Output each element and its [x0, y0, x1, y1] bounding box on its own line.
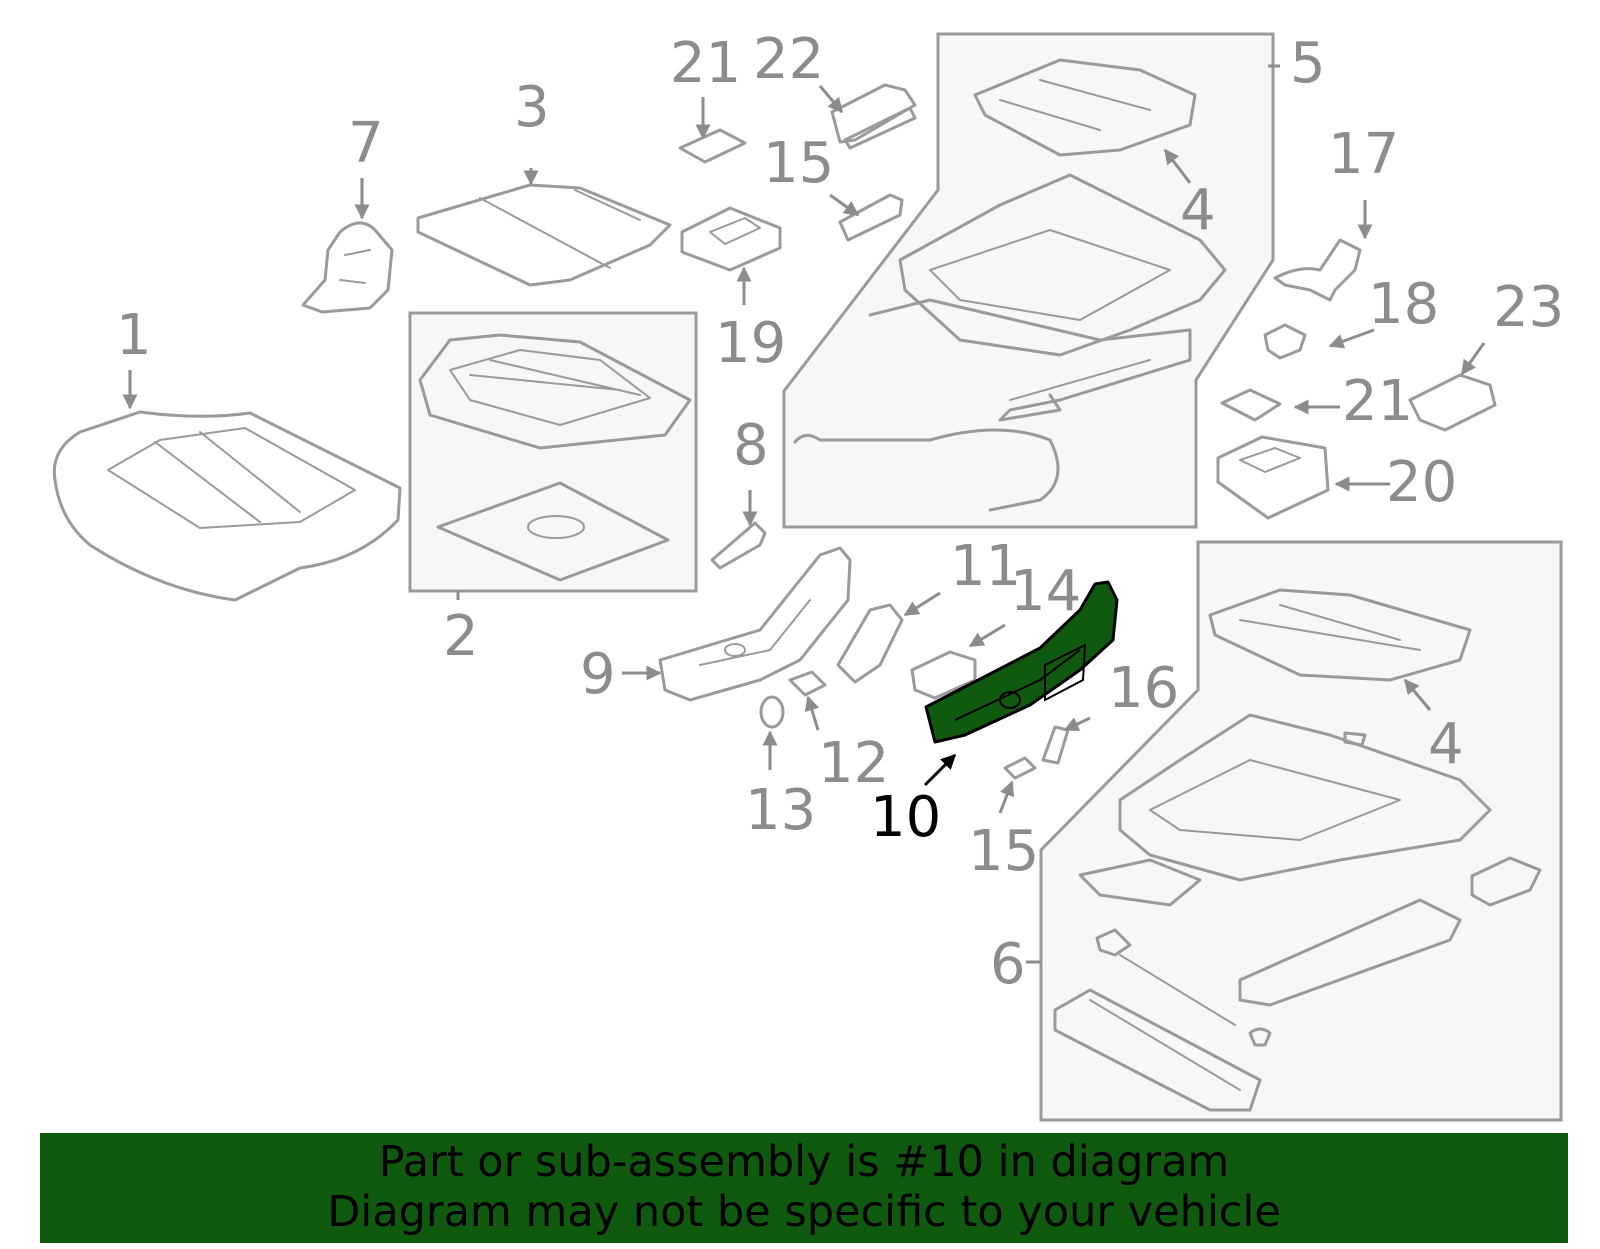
callout-11: 11: [950, 534, 1021, 599]
part-15-clip-bottom: [1003, 756, 1037, 780]
part-15-clip-top: [838, 193, 904, 242]
callout-2: 2: [443, 604, 479, 669]
callout-15-bottom: 15: [968, 819, 1039, 884]
part-8-handle: [710, 521, 767, 570]
callout-4-upper: 4: [1180, 178, 1216, 243]
part-20-housing: [1216, 435, 1330, 520]
banner-line-1: Part or sub-assembly is #10 in diagram: [378, 1137, 1230, 1187]
group-box-2: [408, 311, 698, 593]
part-2-cushion-frame: [418, 333, 692, 582]
callout-10: 10: [870, 785, 941, 850]
leader-arrows: [122, 64, 1486, 964]
part-13-ring: [759, 695, 785, 729]
callout-17: 17: [1328, 122, 1399, 187]
parts-diagram: 1 2 3 4 4 5 6 7 8 9 10 11 12 13 14 15 15…: [52, 27, 1564, 1122]
group-box-5: [782, 32, 1275, 529]
callout-7: 7: [348, 111, 384, 176]
callout-14: 14: [1010, 559, 1081, 624]
part-18-clip: [1263, 323, 1307, 360]
part-22-trim: [830, 83, 917, 150]
part-3-pad: [416, 183, 672, 287]
callout-8: 8: [733, 413, 769, 478]
callout-22: 22: [753, 27, 824, 92]
callout-4-lower: 4: [1428, 712, 1464, 777]
callout-16: 16: [1108, 656, 1179, 721]
part-11-knob: [836, 603, 904, 684]
part-16-cap: [1041, 725, 1070, 765]
part-6-seat-track-assembly: [1053, 588, 1542, 1112]
callout-23: 23: [1493, 275, 1564, 340]
part-19-switch: [680, 206, 782, 272]
callout-18: 18: [1368, 272, 1439, 337]
part-9-side-shield: [658, 546, 852, 702]
callout-5: 5: [1290, 31, 1326, 96]
part-21-cap-right: [1220, 388, 1282, 422]
info-banner: Part or sub-assembly is #10 in diagram D…: [40, 1133, 1568, 1243]
callout-labels: 1 2 3 4 4 5 6 7 8 9 10 11 12 13 14 15 15…: [116, 27, 1564, 997]
callout-9: 9: [580, 642, 616, 707]
part-23-trim: [1408, 373, 1497, 432]
callout-13: 13: [745, 778, 816, 843]
part-12-clip: [788, 670, 827, 697]
callout-1: 1: [116, 303, 152, 368]
banner-line-2: Diagram may not be specific to your vehi…: [327, 1187, 1281, 1237]
callout-12: 12: [818, 731, 889, 796]
callout-19: 19: [715, 311, 786, 376]
callout-6: 6: [990, 932, 1026, 997]
group-box-6: [1039, 540, 1563, 1122]
callout-3: 3: [514, 75, 550, 140]
part-5-seat-track-assembly: [793, 58, 1227, 512]
callout-15-top: 15: [763, 131, 834, 196]
part-10-side-shield-highlighted[interactable]: [924, 580, 1119, 744]
part-17-bracket: [1273, 238, 1362, 302]
callout-20: 20: [1386, 450, 1457, 515]
callout-21-top: 21: [670, 31, 741, 96]
part-1-seat-cushion: [52, 410, 402, 602]
part-7-bracket: [301, 221, 394, 314]
part-21-cap-top: [678, 128, 747, 164]
callout-21-right: 21: [1342, 369, 1413, 434]
